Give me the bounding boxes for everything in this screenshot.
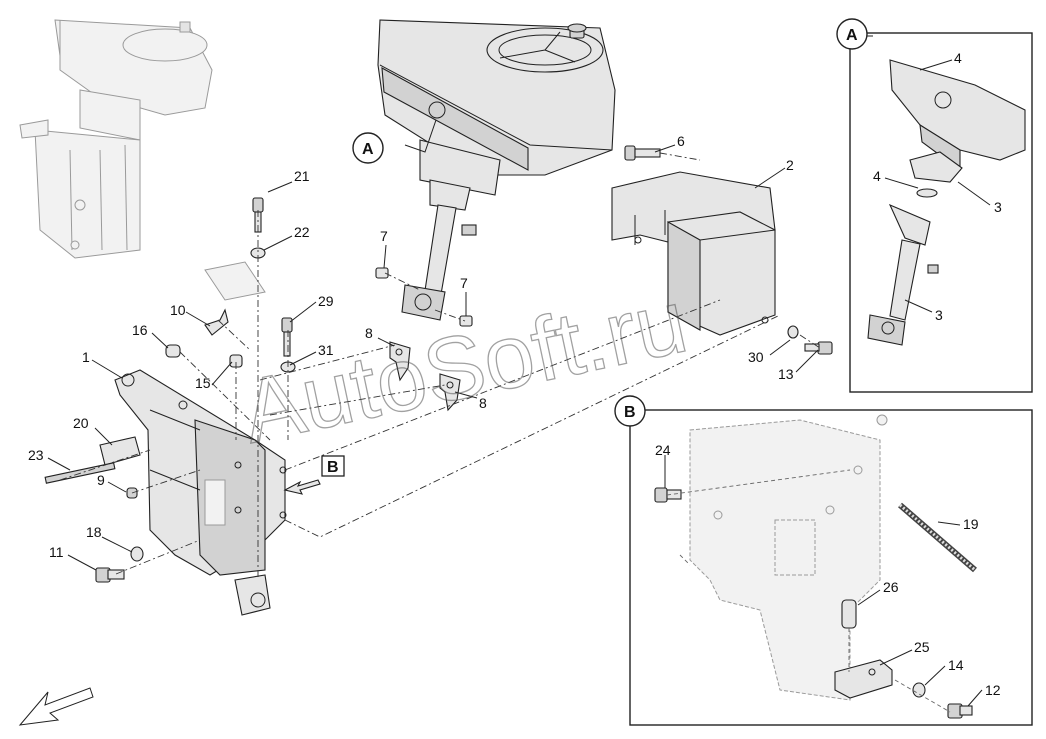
callout-7a: 7 [380, 228, 388, 244]
marker-a-circle [352, 132, 384, 164]
callout-21: 21 [294, 168, 310, 184]
callout-labels: 21 22 10 16 1 15 20 23 9 18 11 31 29 7 7… [28, 50, 1002, 698]
callout-3-upper: 3 [994, 199, 1002, 215]
view-b-arrow [283, 479, 321, 495]
callout-13: 13 [778, 366, 794, 382]
detail-b-parts [654, 414, 977, 719]
callout-8-upper: 8 [365, 325, 373, 341]
callout-3-lower: 3 [935, 307, 943, 323]
callout-25: 25 [914, 639, 930, 655]
callout-8-lower: 8 [479, 395, 487, 411]
callout-24: 24 [655, 442, 671, 458]
callout-4-top: 4 [954, 50, 962, 66]
bolt-6 [624, 145, 661, 161]
callout-19-label: 19 [963, 516, 979, 532]
assembly-lines [59, 152, 821, 580]
callout-23: 23 [28, 447, 44, 463]
leader-lines [47, 35, 991, 707]
callout-31: 31 [318, 342, 334, 358]
callout-22: 22 [294, 224, 310, 240]
view-markers: A A B B [321, 18, 868, 477]
callout-15: 15 [195, 375, 211, 391]
callout-11: 11 [49, 544, 64, 560]
overview-assembly-ghost [19, 19, 213, 259]
watermark-text: AutoSoft.ru [234, 271, 695, 462]
dashboard-assembly [377, 19, 616, 196]
callout-9: 9 [97, 472, 105, 488]
detail-b-frame [629, 409, 1033, 726]
callout-16: 16 [132, 322, 148, 338]
callout-6: 6 [677, 133, 685, 149]
callout-10: 10 [170, 302, 186, 318]
callout-14: 14 [948, 657, 964, 673]
callout-7b: 7 [460, 275, 468, 291]
detail-a-marker-circle [836, 18, 868, 50]
detail-b-marker-circle [614, 395, 646, 427]
marker-b-label: B [327, 459, 339, 476]
callout-2: 2 [786, 157, 794, 173]
callout-26: 26 [883, 579, 899, 595]
detail-a-frame [849, 32, 1033, 393]
washer-30-bolt-13 [787, 325, 833, 355]
bracket-part-1 [114, 369, 287, 576]
callout-20: 20 [73, 415, 89, 431]
detail-a-parts [867, 59, 1026, 346]
callout-30: 30 [748, 349, 764, 365]
detail-a-marker-label: A [846, 27, 858, 44]
detail-b-marker-label: B [624, 404, 636, 421]
callout-18: 18 [86, 524, 102, 540]
marker-a-label: A [362, 141, 374, 158]
callout-12: 12 [985, 682, 1001, 698]
callout-4-mid: 4 [873, 168, 881, 184]
marker-b-box [321, 455, 345, 477]
cover-part-2 [611, 171, 776, 336]
callout-29: 29 [318, 293, 334, 309]
callout-1: 1 [82, 349, 90, 365]
steering-column [375, 179, 477, 412]
direction-arrow [18, 687, 94, 726]
